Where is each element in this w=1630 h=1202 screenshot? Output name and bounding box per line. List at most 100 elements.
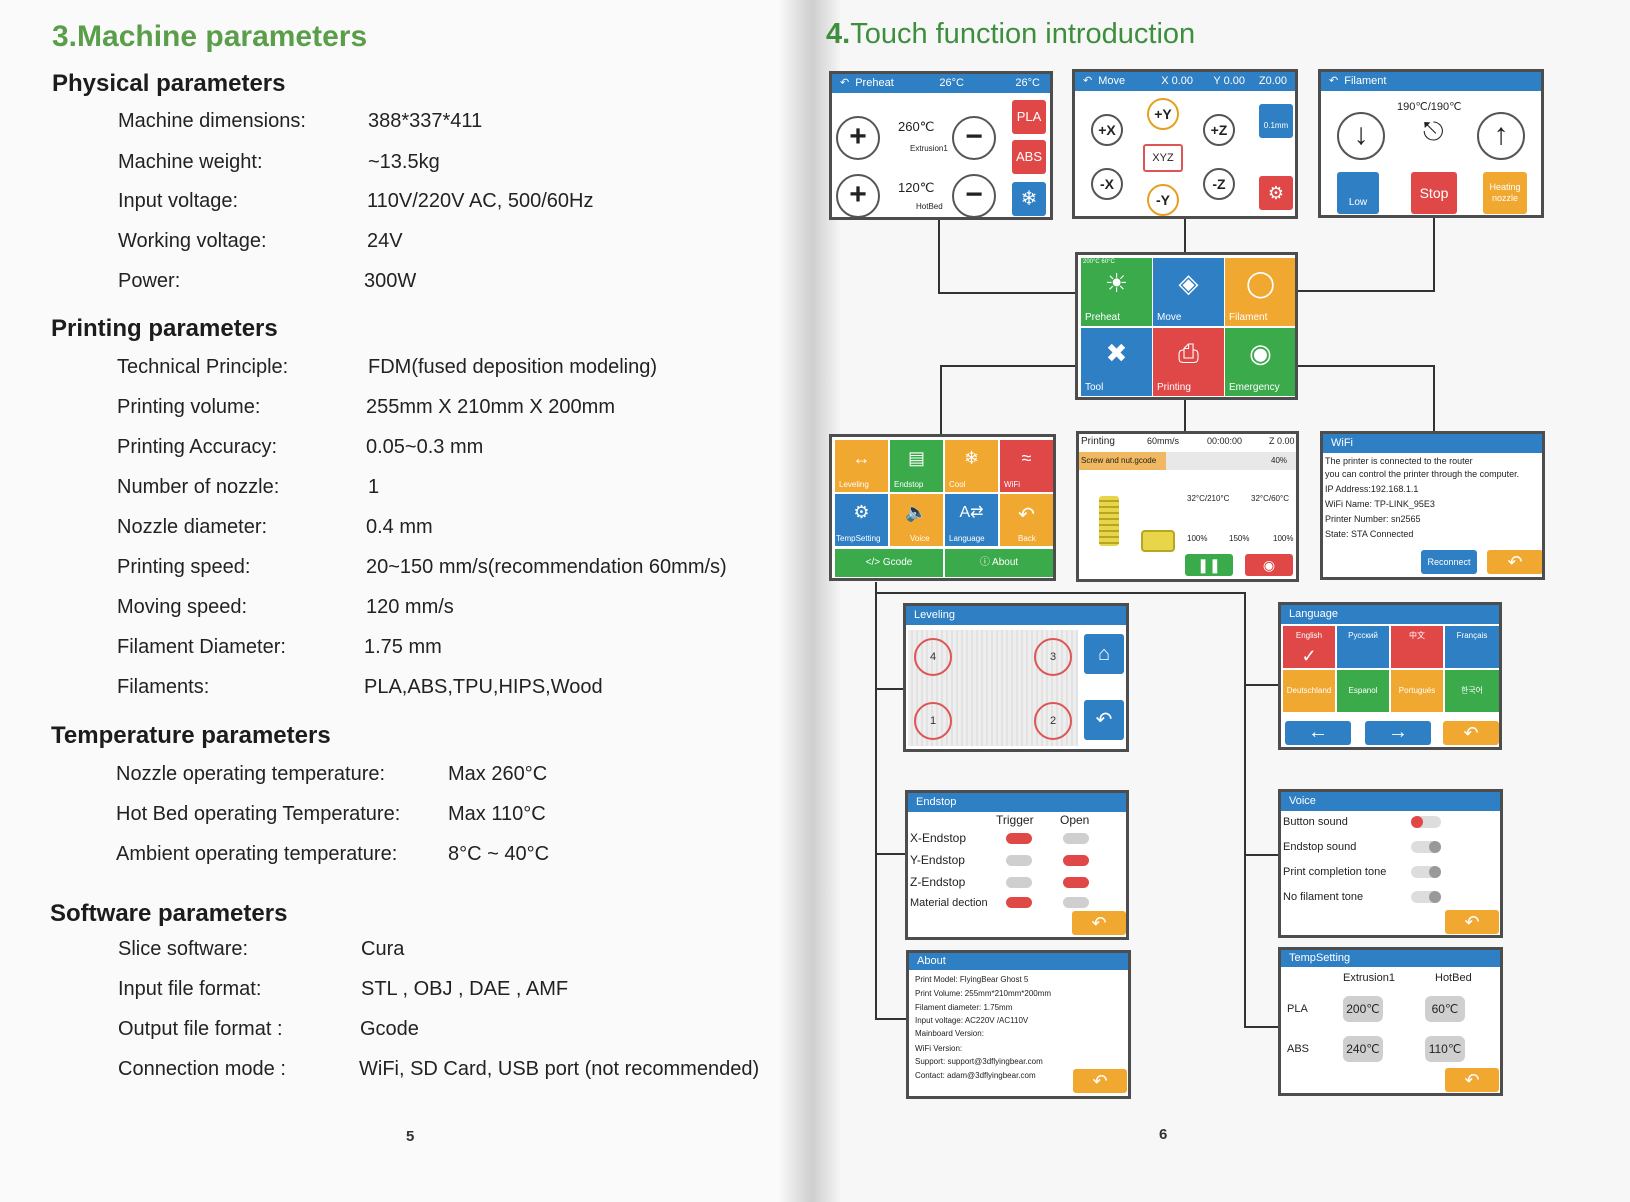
level-point-2[interactable]: 2 — [1034, 702, 1072, 740]
speed-readout: 150% — [1229, 534, 1250, 543]
section-title: Touch function introduction — [850, 18, 1196, 50]
status-bar: ↶Filament — [1321, 72, 1541, 91]
home-icon[interactable]: ⌂ — [1084, 634, 1124, 674]
connector-line — [938, 218, 940, 294]
move-minus-z-button[interactable]: -Z — [1203, 168, 1235, 200]
tool-tile-leveling[interactable]: ↔Leveling — [835, 440, 888, 492]
endstop-row-label: Z-Endstop — [910, 875, 966, 889]
lang-english[interactable]: English✓ — [1283, 626, 1335, 668]
connector-line — [1244, 854, 1280, 856]
move-plus-z-button[interactable]: +Z — [1203, 114, 1235, 146]
lang-german[interactable]: Deutschland — [1283, 670, 1335, 712]
lang-spanish[interactable]: Espanol — [1337, 670, 1389, 712]
z-open-indicator — [1063, 877, 1089, 888]
param-value: 255mm X 210mm X 200mm — [366, 396, 615, 418]
tool-tile-endstop[interactable]: ▤Endstop — [890, 440, 943, 492]
lang-french[interactable]: Français — [1445, 626, 1499, 668]
pla-extrusion-temp[interactable]: 200℃ — [1343, 996, 1383, 1022]
pla-hotbed-temp[interactable]: 60℃ — [1425, 996, 1465, 1022]
back-arrow-icon[interactable]: ↶ — [1072, 911, 1126, 935]
tool-tile-tempsetting[interactable]: ⚙TempSetting — [835, 494, 888, 546]
lang-chinese[interactable]: 中文 — [1391, 626, 1443, 668]
reconnect-button[interactable]: Reconnect — [1421, 550, 1477, 574]
connector-line — [1184, 398, 1186, 434]
menu-tile-emergency[interactable]: ◉Emergency — [1225, 328, 1295, 396]
decrease-extruder-button[interactable]: − — [952, 116, 996, 160]
material-open-indicator — [1063, 897, 1089, 908]
param-value: 8°C ~ 40°C — [448, 843, 550, 865]
menu-tile-filament[interactable]: ◯Filament — [1225, 258, 1295, 326]
motor-off-icon[interactable]: ⚙ — [1259, 176, 1293, 210]
extrude-up-arrow-icon[interactable]: ↑ — [1477, 112, 1525, 160]
wifi-screen: WiFi The printer is connected to the rou… — [1320, 431, 1545, 580]
move-minus-x-button[interactable]: -X — [1091, 168, 1123, 200]
mute-icon: 🔈 — [905, 502, 928, 522]
emergency-stop-icon: ◉ — [1249, 338, 1272, 368]
speed-low-button[interactable]: Low — [1337, 172, 1379, 214]
no-filament-tone-toggle[interactable] — [1411, 891, 1441, 903]
retract-down-arrow-icon[interactable]: ↓ — [1337, 112, 1385, 160]
pla-preset-button[interactable]: PLA — [1012, 100, 1046, 134]
about-button[interactable]: ⓘ About — [945, 549, 1053, 577]
voice-row-label: Print completion tone — [1283, 866, 1387, 878]
button-sound-toggle[interactable] — [1411, 816, 1441, 828]
connector-line — [940, 365, 1076, 367]
bed-temp-readout: 32°C/60°C — [1251, 494, 1289, 503]
tool-tile-back[interactable]: ↶Back — [1000, 494, 1053, 546]
abs-extrusion-temp[interactable]: 240℃ — [1343, 1036, 1383, 1062]
completion-tone-toggle[interactable] — [1411, 866, 1441, 878]
move-plus-y-button[interactable]: +Y — [1147, 98, 1179, 130]
back-arrow-icon[interactable]: ↶ — [1084, 700, 1124, 740]
gcode-button[interactable]: </> Gcode — [835, 549, 943, 577]
back-arrow-icon[interactable]: ↶ — [1073, 1069, 1127, 1093]
back-arrow-icon[interactable]: ↶ — [1445, 910, 1499, 934]
tool-tile-cool[interactable]: ❄Cool — [945, 440, 998, 492]
menu-tile-printing[interactable]: ⎙Printing — [1153, 328, 1224, 396]
z-trigger-indicator — [1006, 877, 1032, 888]
tool-tile-voice[interactable]: 🔈Voice — [890, 494, 943, 546]
move-plus-x-button[interactable]: +X — [1091, 114, 1123, 146]
increase-bed-button[interactable]: + — [836, 174, 880, 217]
lang-russian[interactable]: Русский — [1337, 626, 1389, 668]
back-arrow-icon[interactable]: ↶ — [1487, 550, 1542, 574]
level-point-4[interactable]: 4 — [914, 638, 952, 676]
stop-button[interactable]: Stop — [1411, 172, 1457, 214]
param-value: 120 mm/s — [366, 596, 454, 618]
step-size-button[interactable]: 0.1mm — [1259, 104, 1293, 138]
endstop-sound-toggle[interactable] — [1411, 841, 1441, 853]
cooldown-icon[interactable]: ❄ — [1012, 182, 1046, 216]
pause-icon[interactable]: ❚❚ — [1185, 554, 1233, 576]
stop-print-icon[interactable]: ◉ — [1245, 554, 1293, 576]
param-value: 0.05~0.3 mm — [366, 436, 484, 458]
level-point-3[interactable]: 3 — [1034, 638, 1072, 676]
abs-hotbed-temp[interactable]: 110℃ — [1425, 1036, 1465, 1062]
menu-tile-preheat[interactable]: 200°C 60°C☀Preheat — [1081, 258, 1152, 326]
heating-nozzle-button[interactable]: Heating nozzle — [1483, 172, 1527, 214]
abs-preset-button[interactable]: ABS — [1012, 140, 1046, 174]
connector-line — [875, 688, 905, 690]
connector-line — [875, 853, 905, 855]
temp-gear-icon: ⚙ — [853, 502, 870, 522]
decrease-bed-button[interactable]: − — [952, 174, 996, 217]
lang-portuguese[interactable]: Portugués — [1391, 670, 1443, 712]
back-arrow-icon[interactable]: ↶ — [1443, 721, 1499, 745]
prev-arrow-icon[interactable]: ← — [1285, 721, 1351, 745]
next-arrow-icon[interactable]: → — [1365, 721, 1431, 745]
section-number: 4. — [826, 18, 851, 50]
param-label: Machine dimensions: — [118, 110, 306, 132]
level-point-1[interactable]: 1 — [914, 702, 952, 740]
lang-korean[interactable]: 한국어 — [1445, 670, 1499, 712]
param-value: 110V/220V AC, 500/60Hz — [367, 190, 594, 212]
menu-tile-tool[interactable]: ✖Tool — [1081, 328, 1152, 396]
fan-readout: 100% — [1187, 534, 1208, 543]
back-arrow-icon: ↶ — [1083, 75, 1093, 87]
tool-tile-language[interactable]: A⇄Language — [945, 494, 998, 546]
move-minus-y-button[interactable]: -Y — [1147, 184, 1179, 216]
back-arrow-icon[interactable]: ↶ — [1445, 1068, 1499, 1092]
increase-extruder-button[interactable]: + — [836, 116, 880, 160]
home-xyz-button[interactable]: XYZ — [1143, 144, 1183, 172]
tool-tile-wifi[interactable]: ≈WiFi — [1000, 440, 1053, 492]
back-arrow-icon: ↶ — [840, 77, 850, 89]
menu-tile-move[interactable]: ◈Move — [1153, 258, 1224, 326]
